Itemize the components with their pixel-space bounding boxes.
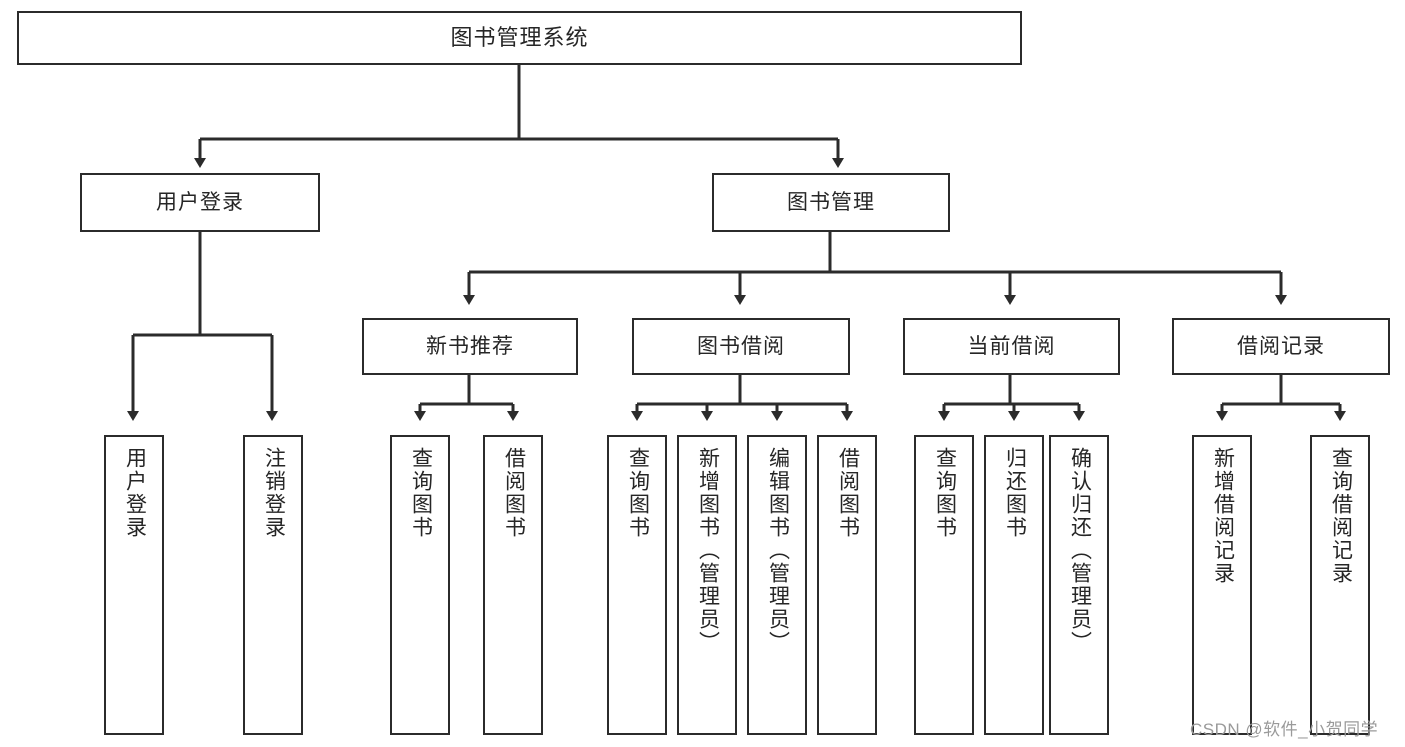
node-book-management[interactable]: 图书管理 [712, 173, 950, 232]
leaf-label: 编辑图书（管理员） [766, 447, 790, 654]
node-user-login[interactable]: 用户登录 [80, 173, 320, 232]
node-borrow-record-label: 借阅记录 [1237, 334, 1325, 358]
leaf-label: 借阅图书 [836, 447, 860, 539]
leaf-book-borrow-query[interactable]: 查询图书 [607, 435, 667, 735]
leaf-label: 查询图书 [933, 447, 957, 539]
leaf-current-borrow-return[interactable]: 归还图书 [984, 435, 1044, 735]
leaf-book-borrow-edit[interactable]: 编辑图书（管理员） [747, 435, 807, 735]
leaf-label: 注销登录 [262, 447, 286, 539]
leaf-label: 查询借阅记录 [1329, 447, 1353, 585]
leaf-book-borrow-add[interactable]: 新增图书（管理员） [677, 435, 737, 735]
node-book-borrow[interactable]: 图书借阅 [632, 318, 850, 375]
leaf-label: 确认归还（管理员） [1068, 447, 1092, 654]
leaf-label: 用户登录 [123, 447, 147, 539]
leaf-label: 新增图书（管理员） [696, 447, 720, 654]
node-borrow-record[interactable]: 借阅记录 [1172, 318, 1390, 375]
leaf-new-book-borrow[interactable]: 借阅图书 [483, 435, 543, 735]
leaf-borrow-record-query[interactable]: 查询借阅记录 [1310, 435, 1370, 735]
leaf-new-book-query[interactable]: 查询图书 [390, 435, 450, 735]
node-new-book-recommend[interactable]: 新书推荐 [362, 318, 578, 375]
node-book-borrow-label: 图书借阅 [697, 334, 785, 358]
watermark: CSDN @软件_小贺同学 [1190, 715, 1378, 740]
leaf-label: 借阅图书 [502, 447, 526, 539]
leaf-label: 新增借阅记录 [1211, 447, 1235, 585]
node-user-login-label: 用户登录 [156, 190, 244, 214]
leaf-borrow-record-add[interactable]: 新增借阅记录 [1192, 435, 1252, 735]
leaf-current-borrow-confirm-return[interactable]: 确认归还（管理员） [1049, 435, 1109, 735]
node-new-book-recommend-label: 新书推荐 [426, 334, 514, 358]
node-current-borrow-label: 当前借阅 [967, 334, 1056, 358]
node-current-borrow[interactable]: 当前借阅 [903, 318, 1120, 375]
leaf-user-login-logout[interactable]: 注销登录 [243, 435, 303, 735]
leaf-label: 查询图书 [626, 447, 650, 539]
node-root-label: 图书管理系统 [450, 24, 589, 50]
watermark-text: CSDN @软件_小贺同学 [1190, 720, 1379, 739]
leaf-label: 查询图书 [409, 447, 433, 539]
leaf-user-login-login[interactable]: 用户登录 [104, 435, 164, 735]
leaf-current-borrow-query[interactable]: 查询图书 [914, 435, 974, 735]
node-root[interactable]: 图书管理系统 [17, 11, 1022, 65]
leaf-book-borrow-borrow[interactable]: 借阅图书 [817, 435, 877, 735]
leaf-label: 归还图书 [1003, 447, 1027, 539]
node-book-management-label: 图书管理 [787, 190, 875, 214]
